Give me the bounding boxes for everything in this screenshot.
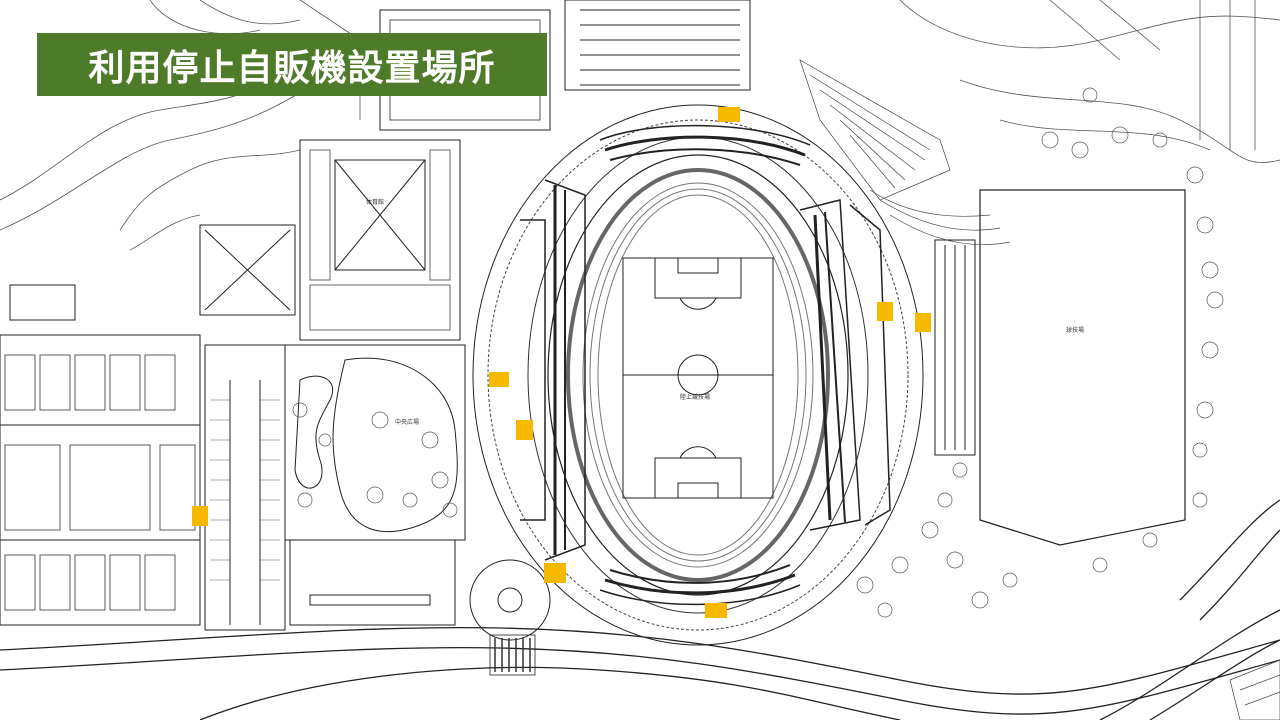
terrain-contours-northeast <box>899 0 1280 163</box>
gymnasium-building <box>299 139 461 341</box>
ballpark <box>934 87 1224 573</box>
vending-machine-marker <box>915 313 931 332</box>
southeast-parking <box>1229 659 1280 720</box>
vending-machine-marker <box>718 107 740 122</box>
soccer-field <box>622 257 774 499</box>
page-title: 利用停止自販機設置場所 <box>88 47 496 89</box>
central-plaza <box>284 344 551 641</box>
northeast-slopes <box>799 59 1011 246</box>
main-road <box>0 499 1280 720</box>
athletics-stadium <box>472 104 924 646</box>
vending-machine-marker <box>705 603 727 618</box>
vending-machine-marker <box>489 372 509 387</box>
vending-machine-marker <box>877 302 893 321</box>
vending-machine-marker <box>544 563 566 583</box>
south-grandstand <box>599 564 801 606</box>
gym-label: 体育館 <box>366 199 385 206</box>
north-grandstand <box>599 124 811 166</box>
tennis-courts <box>0 284 201 626</box>
vending-machine-marker <box>192 506 208 526</box>
west-grandstand <box>520 179 586 561</box>
athletics-stadium-label: 陸上競技場 <box>680 394 711 401</box>
crosswalk <box>489 634 536 676</box>
central-plaza-label: 中央広場 <box>395 419 420 426</box>
north-parking-lot <box>564 0 751 91</box>
title-banner: 利用停止自販機設置場所 <box>37 33 547 96</box>
vending-machine-marker <box>516 420 533 440</box>
west-parking-strip <box>204 344 286 631</box>
ballpark-label: 球技場 <box>1066 327 1085 334</box>
east-trees <box>856 462 1018 618</box>
east-grandstand <box>799 199 891 531</box>
sub-gym-building <box>199 224 296 316</box>
